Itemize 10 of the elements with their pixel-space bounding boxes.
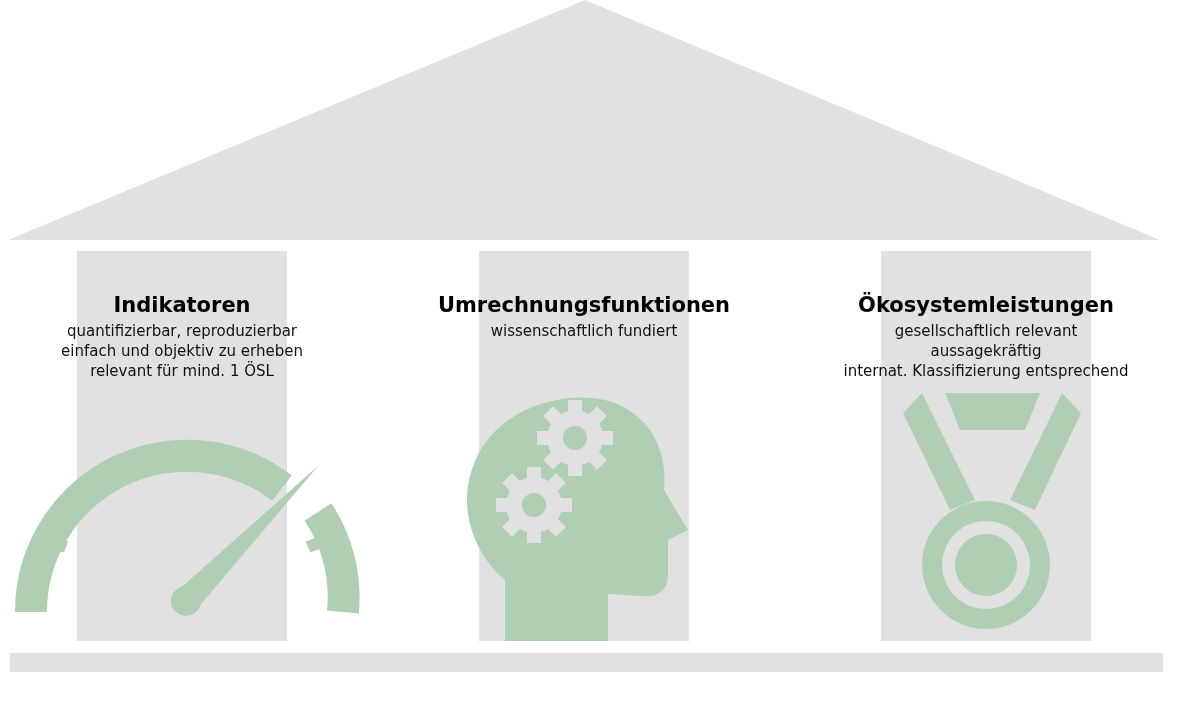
pillar-text: einfach und objektiv zu erheben: [60, 341, 304, 361]
pillar-text: internat. Klassifizierung entsprechend: [842, 361, 1130, 381]
pillar-heading: Ökosystemleistungen: [857, 293, 1115, 317]
pillar-text: gesellschaftlich relevant: [893, 321, 1079, 341]
pillar-text: relevant für mind. 1 ÖSL: [89, 361, 275, 381]
pillar-heading: Indikatoren: [112, 293, 252, 317]
pillar-text: aussagekräftig: [929, 341, 1043, 361]
pillar-text: wissenschaftlich fundiert: [489, 321, 679, 341]
pillar-text: quantifizierbar, reproduzierbar: [66, 321, 298, 341]
pillar-heading: Umrechnungsfunktionen: [436, 293, 732, 317]
